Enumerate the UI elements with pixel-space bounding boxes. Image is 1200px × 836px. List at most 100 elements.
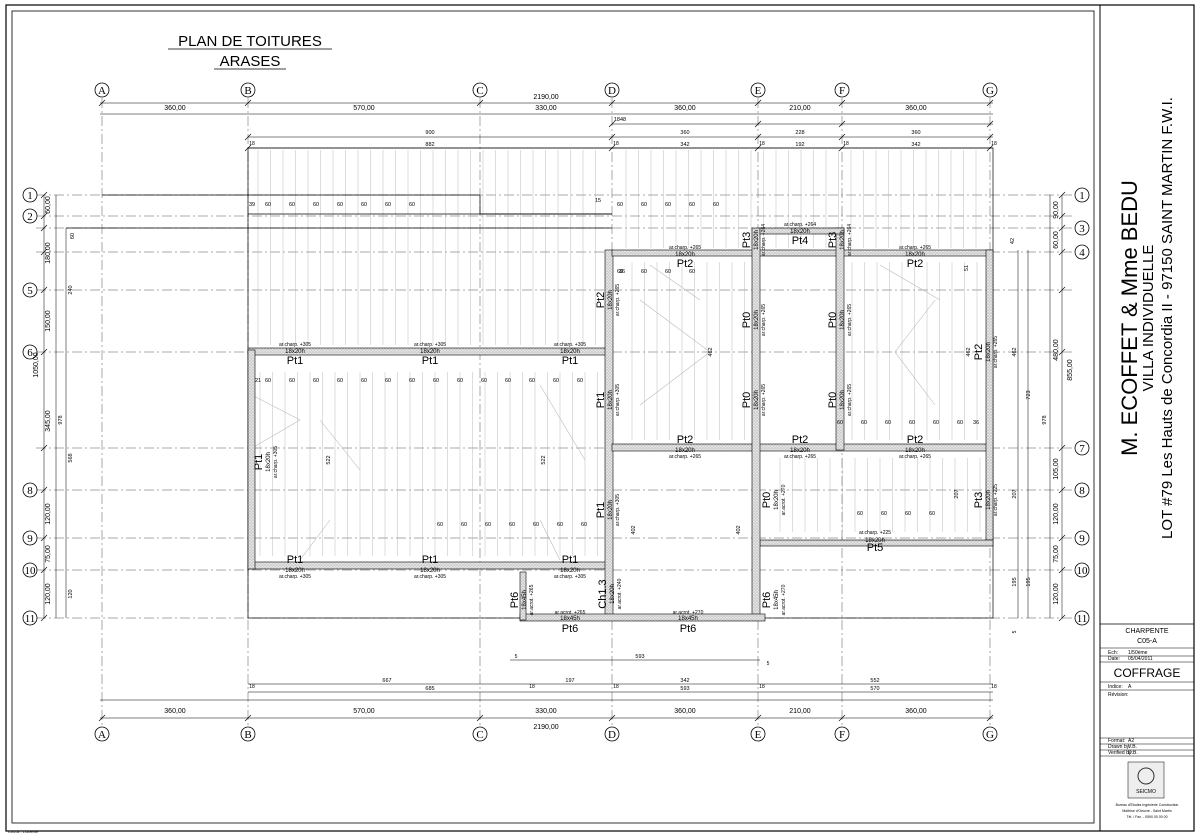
- dim-top-bay: 360,00: [164, 105, 186, 112]
- grid-bubble: [604, 82, 620, 98]
- dim-left-outer: 345,00: [45, 410, 52, 432]
- dimension-tick: [476, 99, 484, 107]
- grid-label: 5: [27, 285, 33, 297]
- beam-section: 18x20h: [986, 490, 992, 510]
- grid-bubble: [22, 344, 38, 360]
- dim-rafter-spacing: 60: [905, 511, 911, 517]
- dim-bottom-bay: 360,00: [164, 708, 186, 715]
- grid-label: A: [98, 729, 106, 741]
- dim-rafter-spacing: 60: [409, 202, 415, 208]
- beam-name: Pt6: [680, 623, 697, 635]
- concrete-beam: [751, 227, 761, 621]
- dim-bottom-bay: 360,00: [674, 708, 696, 715]
- beam-section: 18x20h: [675, 252, 695, 258]
- lot-label: CHARPENTE: [1125, 628, 1169, 635]
- dimension-tick: [754, 120, 762, 128]
- dim-rafter-spacing: 60: [457, 378, 463, 384]
- beam-arase: ar.charp. +265: [761, 304, 767, 336]
- beam-bands: [247, 227, 994, 622]
- grid-label: G: [986, 85, 994, 97]
- grid-bubble: [1074, 440, 1090, 456]
- grid-label: 1: [1079, 190, 1085, 202]
- logo-emblem-icon: [1137, 767, 1155, 785]
- dimension-tick: [244, 99, 252, 107]
- dim-rafter-spacing: 60: [337, 378, 343, 384]
- beam-name: Pt0: [741, 312, 753, 329]
- beam-name: Pt1: [287, 355, 304, 367]
- beam-arase: ar.charp. +305: [554, 574, 586, 580]
- beam-name: Pt6: [509, 592, 521, 609]
- dimension-ticks: [40, 99, 1066, 722]
- dim-rafter-spacing: 60: [929, 511, 935, 517]
- beam-section: 18x20h: [840, 390, 846, 410]
- concrete-beam: [759, 227, 845, 235]
- dimension-tick: [40, 614, 48, 622]
- dim-rafter-spacing: 60: [641, 269, 647, 275]
- dim-rafter-spacing: 60: [313, 378, 319, 384]
- dim-bottom-bay: 570,00: [353, 708, 375, 715]
- beam-section: 18x20h: [560, 349, 580, 355]
- dim-rafter-spacing: 60: [289, 378, 295, 384]
- beam-section: 18x20h: [560, 568, 580, 574]
- beam-name: Pt1: [287, 554, 304, 566]
- dimension-tick: [1058, 614, 1066, 622]
- dim-left-mid: 120: [68, 589, 74, 598]
- dimension-tick: [40, 212, 48, 220]
- grid-label: 9: [27, 533, 33, 545]
- svg-text:A2: A2: [1128, 738, 1134, 744]
- dim-rafter-spacing: 60: [337, 202, 343, 208]
- dimension-tick: [1058, 191, 1066, 199]
- grid-bubble: [750, 82, 766, 98]
- dim-rafter-spacing: 60: [437, 522, 443, 528]
- dim-bottom-row2: 685: [425, 686, 434, 692]
- dim-bottom-total: 2190,00: [533, 724, 558, 731]
- grid-bubble: [240, 726, 256, 742]
- beam-name: Pt6: [562, 623, 579, 635]
- dimension-tick: [986, 120, 994, 128]
- dim-right-outer: 60,00: [1053, 231, 1060, 249]
- dim-18: 18: [249, 684, 255, 690]
- dim-rafter-spacing: 60: [361, 378, 367, 384]
- beam-section: 18x45h: [560, 616, 580, 622]
- dim-top-bay: 360,00: [674, 105, 696, 112]
- dim-rafter-spacing: 60: [689, 202, 695, 208]
- grid-label: 11: [25, 613, 36, 625]
- beam-section: 18x45h: [522, 590, 528, 610]
- beam-name: Pt0: [827, 312, 839, 329]
- dim-18: 18: [613, 141, 619, 147]
- dim-rafter-spacing: 60: [533, 522, 539, 528]
- grid-bubble: [22, 562, 38, 578]
- beam-arase: ar.charp. +305: [414, 574, 446, 580]
- beam-arase: ar.charp. +305: [279, 342, 311, 348]
- beam-name: Pt4: [792, 235, 809, 247]
- beam-section: 18x20h: [840, 230, 846, 250]
- grid-bubble: [22, 610, 38, 626]
- beam-section: 18x20h: [754, 310, 760, 330]
- beam-section: 18x20h: [420, 568, 440, 574]
- dimension-tick: [838, 99, 846, 107]
- dim-left-outer: 120,00: [45, 503, 52, 525]
- beam-section: 18x20h: [905, 448, 925, 454]
- dim-right-outer: 75,00: [1053, 545, 1060, 563]
- beam-name: Pt2: [792, 434, 809, 446]
- dim-18: 18: [613, 684, 619, 690]
- grid-label: 2: [27, 211, 33, 223]
- dimension-tick: [1058, 248, 1066, 256]
- grid-bubble: [240, 82, 256, 98]
- dim-rafter-spacing: 60: [665, 202, 671, 208]
- beam-section: 18x20h: [905, 252, 925, 258]
- dim-402: 402: [736, 525, 742, 534]
- dim-15: 15: [595, 198, 601, 204]
- grid-bubble: [94, 726, 110, 742]
- svg-text:05/04/2011: 05/04/2011: [1128, 656, 1153, 662]
- dim-18: 18: [759, 684, 765, 690]
- beam-section: 18x45h: [774, 590, 780, 610]
- drawing-number: C05-A: [1137, 638, 1157, 645]
- dimension-tick: [1058, 486, 1066, 494]
- beam-arase: ar.charp. +264: [761, 224, 767, 256]
- dim-195: 195: [1012, 577, 1018, 586]
- beam-arase: ar.charp. +265: [615, 284, 621, 316]
- grid-bubble: [22, 482, 38, 498]
- dim-36: 36: [619, 269, 625, 275]
- grid-bubble: [834, 726, 850, 742]
